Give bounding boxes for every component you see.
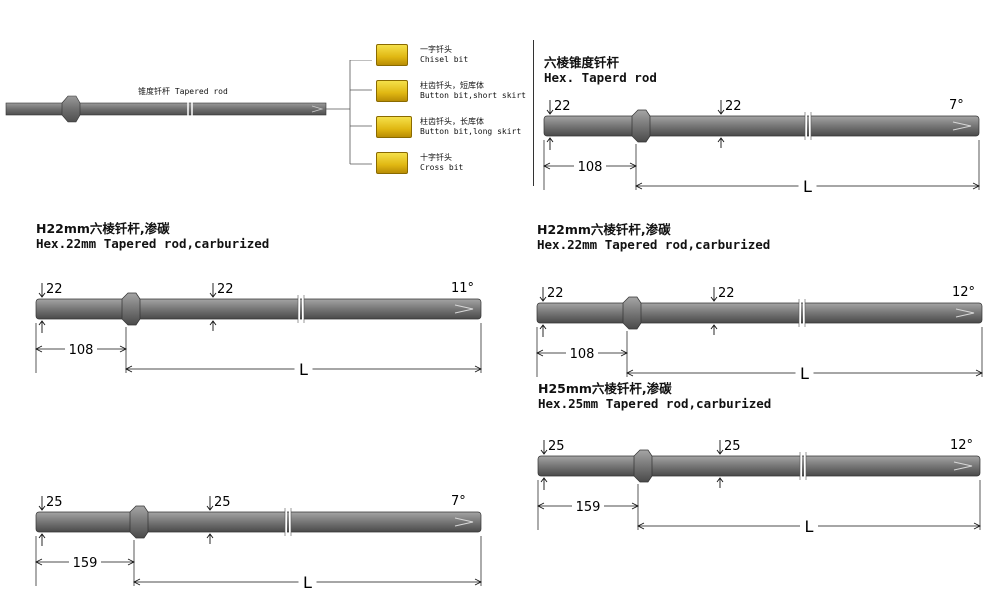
bit-cn-label: 柱齿钎头，短库体	[420, 81, 484, 90]
total-length-label: L	[303, 573, 312, 592]
angle-label: 7°	[451, 494, 466, 509]
chisel-bit-icon	[376, 44, 408, 66]
bit-en-label: Button bit,long skirt	[420, 127, 522, 136]
rod-collar	[121, 292, 141, 326]
rod-collar	[631, 109, 651, 143]
rod-title-en: Hex. Taperd rod	[544, 70, 657, 85]
bit-item-chisel: 一字钎头 Chisel bit	[420, 44, 468, 64]
rod-title-en: Hex.25mm Tapered rod,carburized	[538, 396, 772, 411]
overview-rod-body	[5, 102, 327, 116]
hex-mid-label: 22	[217, 282, 234, 297]
hex-mid-label: 22	[718, 286, 735, 301]
shank-length-label: 159	[576, 500, 601, 515]
angle-label: 12°	[950, 438, 973, 453]
section-divider	[533, 40, 534, 186]
overview-rod-diagram	[5, 60, 372, 165]
bit-en-label: Chisel bit	[420, 55, 469, 64]
bit-cn-label: 十字钎头	[420, 153, 452, 162]
bit-cn-label: 柱齿钎头，长库体	[420, 117, 484, 126]
rod-title-en: Hex.22mm Tapered rod,carburized	[537, 237, 771, 252]
rod-title-cn: H25mm六棱钎杆,渗碳	[538, 381, 672, 396]
overview-rod-collar	[61, 95, 81, 123]
hex-left-label: 25	[46, 495, 63, 510]
button-bit-long-icon	[376, 116, 412, 138]
rod-body	[536, 302, 983, 324]
rod-body	[35, 298, 482, 320]
button-bit-short-icon	[376, 80, 408, 102]
rod-body	[543, 115, 980, 137]
total-length-label: L	[805, 517, 814, 536]
shank-length-label: 108	[570, 347, 595, 362]
shank-length-label: 159	[73, 556, 98, 571]
angle-label: 12°	[952, 285, 975, 300]
rod-collar	[633, 449, 653, 483]
shank-length-label: 108	[578, 160, 603, 175]
shank-length-label: 108	[69, 343, 94, 358]
total-length-label: L	[803, 177, 812, 196]
rod-title-en: Hex.22mm Tapered rod,carburized	[36, 236, 270, 251]
bit-item-cross: 十字钎头 Cross bit	[420, 152, 463, 172]
rod-collar	[129, 505, 149, 539]
rod-title-cn: 六棱锥度钎杆	[544, 55, 620, 70]
total-length-label: L	[299, 360, 308, 379]
hex-left-label: 22	[547, 286, 564, 301]
overview-rod-label: 锥度钎杆 Tapered rod	[138, 87, 228, 96]
bit-item-button-long: 柱齿钎头，长库体 Button bit,long skirt	[420, 116, 521, 136]
hex-left-label: 25	[548, 439, 565, 454]
hex-left-label: 22	[46, 282, 63, 297]
rod-title-cn: H22mm六棱钎杆,渗碳	[537, 222, 671, 237]
rod-title-cn: H22mm六棱钎杆,渗碳	[36, 221, 170, 236]
hex-mid-label: 22	[725, 99, 742, 114]
rod-body	[35, 511, 482, 533]
hex-mid-label: 25	[214, 495, 231, 510]
angle-label: 11°	[451, 281, 474, 296]
rod-body	[537, 455, 981, 477]
bit-en-label: Cross bit	[420, 163, 464, 172]
hex-left-label: 22	[554, 99, 571, 114]
hex-mid-label: 25	[724, 439, 741, 454]
cross-bit-icon	[376, 152, 408, 174]
total-length-label: L	[800, 364, 809, 383]
angle-label: 7°	[949, 98, 964, 113]
rod-collar	[622, 296, 642, 330]
bit-en-label: Button bit,short skirt	[420, 91, 526, 100]
bit-cn-label: 一字钎头	[420, 45, 452, 54]
bit-item-button-short: 柱齿钎头，短库体 Button bit,short skirt	[420, 80, 526, 100]
